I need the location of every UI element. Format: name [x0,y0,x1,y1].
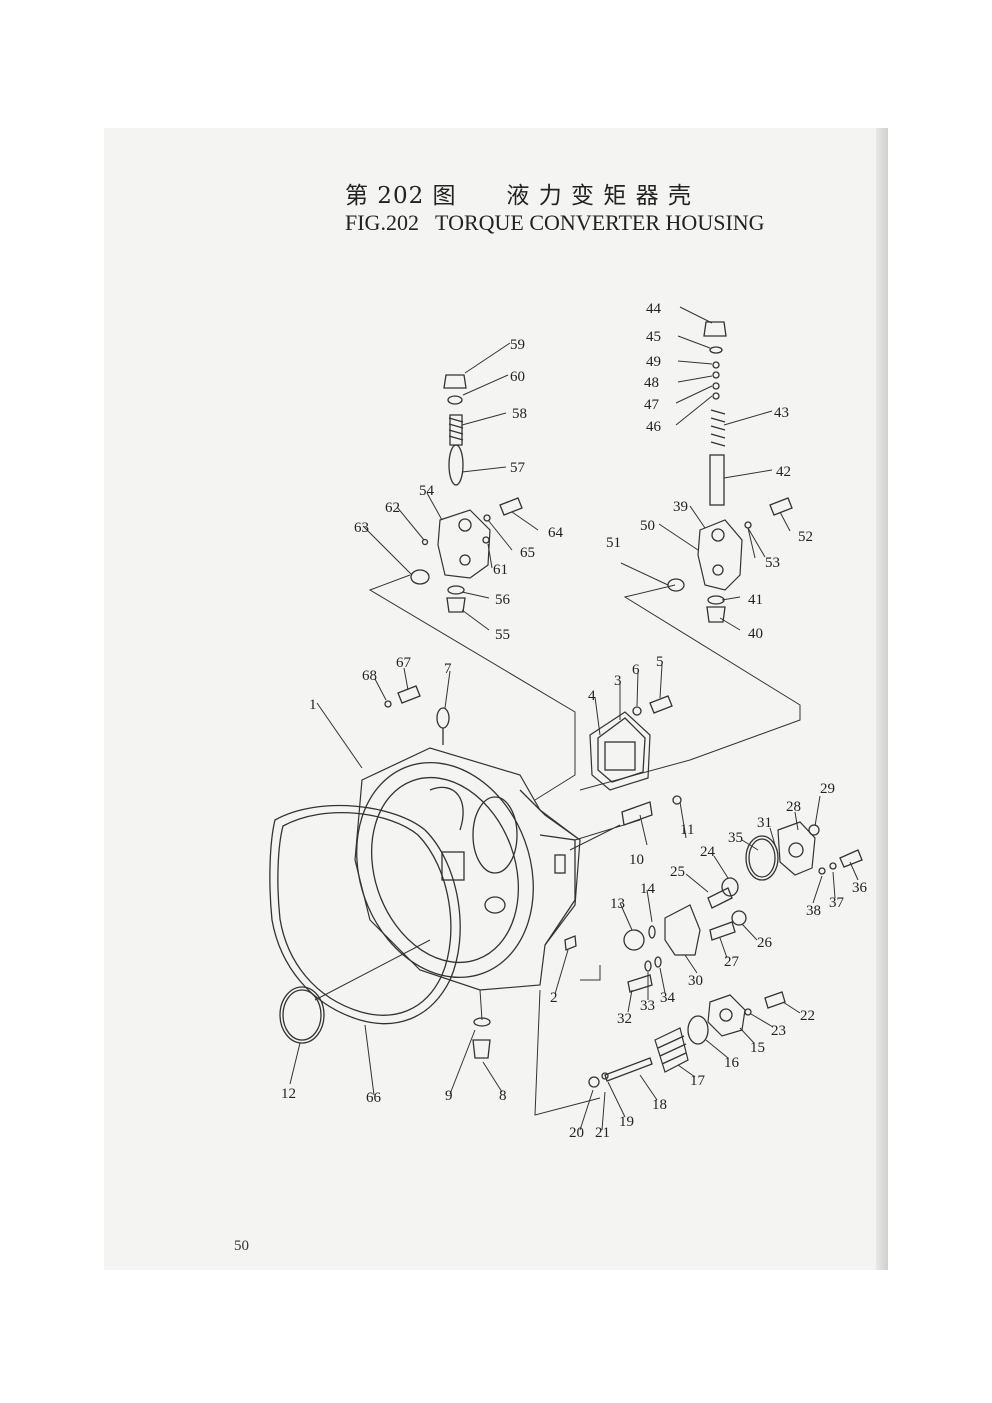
callout-28: 28 [786,799,801,815]
housing-top-parts [384,685,673,745]
callout-labels: 1 2 3 4 5 6 7 8 9 10 11 12 13 14 15 16 1… [281,301,868,1141]
callout-50: 50 [640,518,655,534]
figure-title-english: FIG.202 TORQUE CONVERTER HOUSING [345,210,765,235]
callout-5: 5 [656,654,664,670]
callout-26: 26 [757,935,773,951]
callout-61: 61 [493,562,508,578]
scanned-page [104,128,888,1270]
callout-33: 33 [640,998,655,1014]
callout-13: 13 [610,896,625,912]
valve-body-39 [667,321,793,623]
callout-49: 49 [646,354,661,370]
callout-65: 65 [520,545,535,561]
callout-59: 59 [510,337,525,353]
callout-6: 6 [632,662,640,678]
callout-15: 15 [750,1040,765,1056]
callout-17: 17 [690,1073,706,1089]
callout-3: 3 [614,673,622,689]
callout-25: 25 [670,864,685,880]
callout-39: 39 [673,499,688,515]
callout-20: 20 [569,1125,584,1141]
callout-40: 40 [748,626,763,642]
callout-53: 53 [765,555,780,571]
callout-4: 4 [588,688,596,704]
callout-2: 2 [550,990,558,1006]
callout-10: 10 [629,852,644,868]
callout-67: 67 [396,655,412,671]
right-side-parts [564,795,863,1088]
callout-19: 19 [619,1114,634,1130]
callout-56: 56 [495,592,511,608]
callout-55: 55 [495,627,510,643]
callout-66: 66 [366,1090,382,1106]
drain-plug-8-9 [472,1017,491,1059]
callout-68: 68 [362,668,377,684]
callout-44: 44 [646,301,662,317]
valve-body-54 [410,374,523,613]
callout-34: 34 [660,990,676,1006]
callout-42: 42 [776,464,791,480]
callout-62: 62 [385,500,400,516]
callout-60: 60 [510,369,525,385]
scan-edge-shadow [876,128,888,1270]
callout-41: 41 [748,592,763,608]
callout-54: 54 [419,483,435,499]
callout-27: 27 [724,954,740,970]
callout-16: 16 [724,1055,740,1071]
gasket-66 [269,804,461,1025]
callout-29: 29 [820,781,835,797]
callout-11: 11 [680,822,694,838]
callout-14: 14 [640,881,656,897]
callout-63: 63 [354,520,369,536]
callout-12: 12 [281,1086,296,1102]
cover-plate-12 [279,986,325,1044]
callout-18: 18 [652,1097,667,1113]
callout-37: 37 [829,895,845,911]
callout-48: 48 [644,375,659,391]
callout-58: 58 [512,406,527,422]
callout-52: 52 [798,529,813,545]
callout-47: 47 [644,397,660,413]
callout-45: 45 [646,329,661,345]
callout-38: 38 [806,903,821,919]
cover-plate-3-4 [589,711,651,791]
callout-7: 7 [444,661,452,677]
callout-32: 32 [617,1011,632,1027]
callout-43: 43 [774,405,789,421]
callout-31: 31 [757,815,772,831]
callout-51: 51 [606,535,621,551]
callout-36: 36 [852,880,868,896]
callout-9: 9 [445,1088,453,1104]
leader-lines [289,306,859,1131]
callout-24: 24 [700,844,716,860]
callout-35: 35 [728,830,743,846]
callout-64: 64 [548,525,564,541]
callout-21: 21 [595,1125,610,1141]
page-number: 50 [234,1238,249,1254]
callout-23: 23 [771,1023,786,1039]
figure-title-chinese: 第 202 图 液 力 变 矩 器 壳 [345,183,692,209]
callout-30: 30 [688,973,703,989]
torque-converter-housing [354,747,581,991]
callout-8: 8 [499,1088,507,1104]
callout-46: 46 [646,419,662,435]
callout-1: 1 [309,697,317,713]
callout-22: 22 [800,1008,815,1024]
callout-57: 57 [510,460,526,476]
